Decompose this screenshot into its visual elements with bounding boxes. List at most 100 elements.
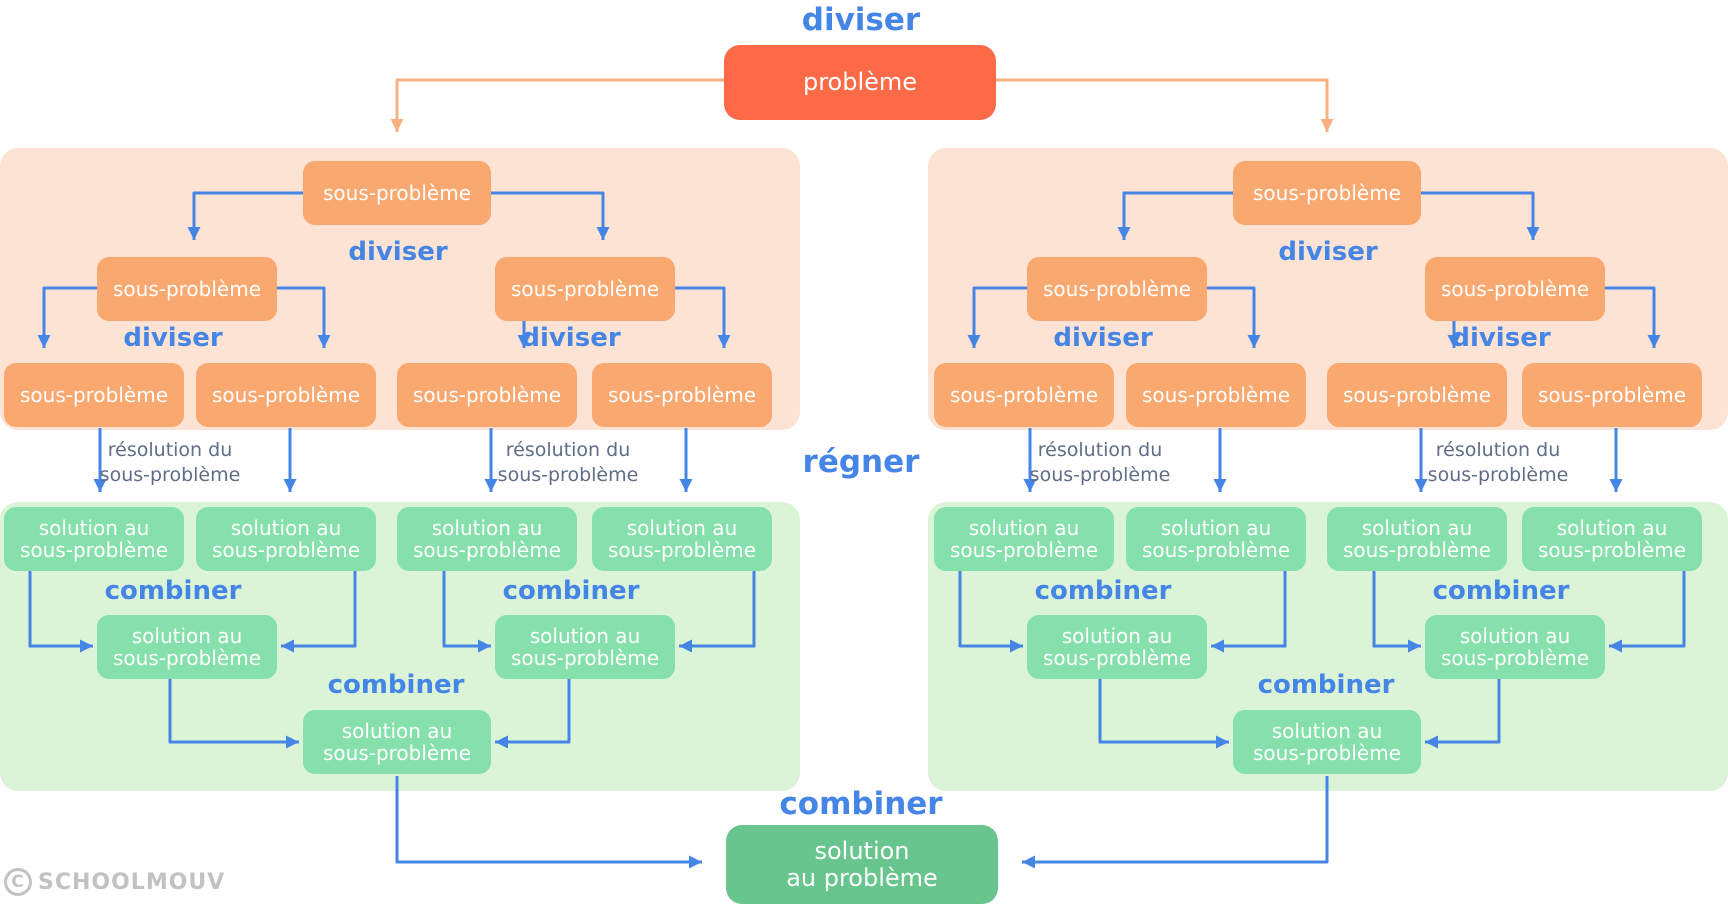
hright-arrow-c2-left	[1098, 679, 1229, 744]
hright-subproblem-l2-left-label: sous-problème	[1042, 276, 1192, 301]
hleft-subproblem-l2-left-label: sous-problème	[112, 276, 262, 301]
hleft-resolution-left-line1: résolution du	[107, 439, 233, 461]
hright-solution-l1-a-line1: solution au	[968, 515, 1080, 540]
root-problem-label: problème	[802, 68, 918, 97]
label-divide-top: diviser	[801, 2, 921, 38]
hright-solution-l1-c-line1: solution au	[1361, 515, 1473, 540]
root-arrow-right-head	[1320, 119, 1334, 132]
hleft-arrow-c1-b	[281, 571, 357, 648]
final-arrow-right-head	[1022, 855, 1035, 869]
hright-subproblem-l1: sous-problème	[1233, 161, 1421, 225]
hleft-arrow-c2-right	[495, 679, 571, 744]
final-arrow-left	[395, 776, 702, 864]
hright-resolution-right-line2: sous-problème	[1427, 463, 1569, 486]
hleft-subproblem-l1-label: sous-problème	[322, 180, 472, 205]
hleft-subproblem-l2-right-label: sous-problème	[510, 276, 660, 301]
hright-subproblem-l3-c: sous-problème	[1327, 363, 1507, 427]
final-solution-line1: solution	[814, 836, 910, 865]
hright-arrow-res-b-head	[1213, 479, 1227, 492]
hleft-arrow-l1-left-head	[187, 227, 201, 240]
hright-arrow-res-d-head	[1609, 479, 1623, 492]
hright-solution-l3-line2: sous-problème	[1252, 741, 1402, 765]
hleft-arrow-l2-left-a-head	[37, 335, 51, 348]
hleft-arrow-l2-left-b-head	[317, 335, 331, 348]
hleft-arrow-res-c-head	[484, 479, 498, 492]
final-solution-line2: au problème	[786, 863, 938, 892]
hright-arrow-c1-b-head	[1211, 639, 1224, 653]
hleft-divide-l1: diviser	[348, 237, 448, 267]
root-arrow-left-head	[390, 119, 404, 132]
hleft-divide-l2-left: diviser	[123, 323, 223, 353]
hright-combine-l1-left: combiner	[1034, 576, 1172, 606]
hright-arrow-res-a-head	[1023, 479, 1037, 492]
hright-solution-l1-d-line1: solution au	[1556, 515, 1668, 540]
hright-arrow-l2-right-b-head	[1647, 335, 1661, 348]
copyright-icon: C	[4, 868, 32, 896]
hright-arrow-c2-right	[1425, 679, 1501, 744]
hleft-arrow-res-d-head	[679, 479, 693, 492]
hright-solution-l2-left-line1: solution au	[1061, 623, 1173, 648]
hleft-resolution-right-line1: résolution du	[505, 439, 631, 461]
hleft-solution-l3-line2: sous-problème	[322, 741, 472, 765]
hright-arrow-l2-right-a-head	[1447, 335, 1461, 348]
hright-arrow-c1-d	[1609, 571, 1686, 648]
hleft-solution-l1-c-line1: solution au	[431, 515, 543, 540]
root-arrow-left	[395, 78, 724, 132]
hleft-arrow-l1-left	[192, 191, 303, 240]
hleft-solution-l1-a-line2: sous-problème	[19, 538, 169, 562]
hright-arrow-c1-c-head	[1408, 639, 1421, 653]
hright-subproblem-l3-d-label: sous-problème	[1537, 382, 1687, 407]
hleft-subproblem-l2-right: sous-problème	[495, 257, 675, 321]
hleft-subproblem-l2-left: sous-problème	[97, 257, 277, 321]
hleft-solution-l1-d-line1: solution au	[626, 515, 738, 540]
hright-arrow-l1-left-head	[1117, 227, 1131, 240]
hleft-arrow-res-b-head	[283, 479, 297, 492]
hleft-subproblem-l3-c: sous-problème	[397, 363, 577, 427]
hleft-solution-l1-b-line2: sous-problème	[211, 538, 361, 562]
hleft-combine-l1-left: combiner	[104, 576, 242, 606]
hleft-subproblem-l3-b: sous-problème	[196, 363, 376, 427]
hright-solution-l1-b-line1: solution au	[1160, 515, 1272, 540]
hleft-solution-l1-d-line2: sous-problème	[607, 538, 757, 562]
hleft-subproblem-l3-d-label: sous-problème	[607, 382, 757, 407]
hleft-arrow-c1-c-head	[478, 639, 491, 653]
hright-combine-l1-right: combiner	[1432, 576, 1570, 606]
hright-resolution-left-line1: résolution du	[1037, 439, 1163, 461]
hleft-arrow-c1-d-head	[679, 639, 692, 653]
hright-combine-l2: combiner	[1257, 670, 1395, 700]
hleft-arrow-l2-left-a	[42, 286, 97, 348]
hright-subproblem-l2-right: sous-problème	[1425, 257, 1605, 321]
hright-subproblem-l1-label: sous-problème	[1252, 180, 1402, 205]
hleft-combine-l2: combiner	[327, 670, 465, 700]
hleft-arrow-l2-right-a-head	[517, 335, 531, 348]
hright-solution-l2-right-line2: sous-problème	[1440, 646, 1590, 670]
hleft-subproblem-l3-a: sous-problème	[4, 363, 184, 427]
schoolmouv-watermark: C SCHOOLMOUV	[4, 868, 225, 896]
final-arrow-right	[1022, 776, 1329, 864]
hright-arrow-c1-a-head	[1010, 639, 1023, 653]
hright-solution-l2-right-line1: solution au	[1459, 623, 1571, 648]
hleft-subproblem-l1: sous-problème	[303, 161, 491, 225]
hleft-arrow-c2-left-head	[286, 735, 299, 749]
hleft-arrow-c1-a	[28, 571, 93, 648]
hleft-combine-l1-right: combiner	[502, 576, 640, 606]
brand-name: SCHOOLMOUV	[38, 869, 226, 895]
hright-arrow-l1-right-head	[1526, 227, 1540, 240]
hright-arrow-c1-b	[1211, 571, 1287, 648]
hright-arrow-l1-left	[1122, 191, 1233, 240]
hright-subproblem-l3-b: sous-problème	[1126, 363, 1306, 427]
hright-subproblem-l3-a: sous-problème	[934, 363, 1114, 427]
hleft-solution-l2-left-line1: solution au	[131, 623, 243, 648]
